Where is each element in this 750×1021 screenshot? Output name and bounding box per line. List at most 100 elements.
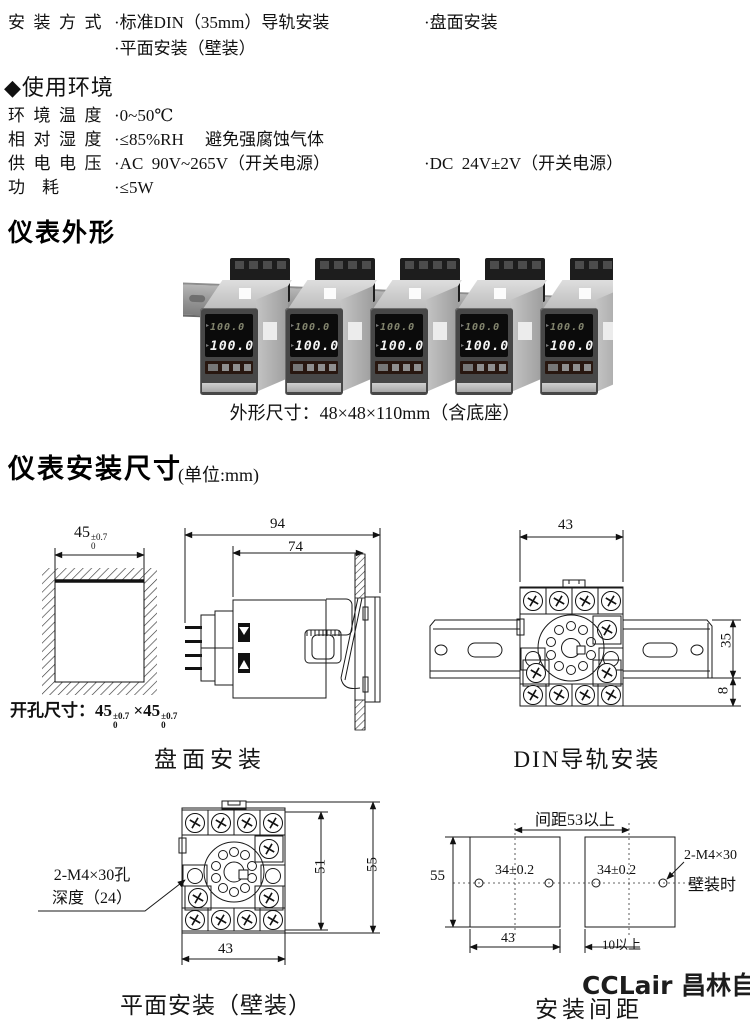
mounting-heading: 仪表安装尺寸 [8, 454, 182, 485]
appearance-heading: 仪表外形 [8, 218, 117, 247]
mounting-unit-note: (单位:mm) [178, 465, 259, 485]
spec-value-humidity: ·≤85%RH 避免强腐蚀气体 [114, 130, 325, 149]
instrument-unit: ▸100.0 ▸100.0 [538, 256, 613, 398]
dim-94-line [184, 528, 381, 623]
front-buttons [460, 361, 508, 374]
install-item-din: ·标准DIN（35mm）导轨安装 [114, 13, 330, 32]
dim-35: 35 [718, 633, 735, 648]
dim-51-line [285, 811, 328, 931]
dim-spacing-top: 间距53以上 [535, 812, 616, 829]
dim-94: 94 [270, 516, 285, 532]
socket-pins [185, 610, 234, 686]
instrument-unit: ▸100.0 ▸100.0 [198, 256, 298, 398]
dim-43-line [519, 530, 624, 582]
front-buttons [375, 361, 423, 374]
note-leader-line [666, 861, 685, 880]
product-photo: ▸100.0 ▸100.0 ▸100.0 ▸100.0 [183, 256, 613, 398]
caption-din-mount: DIN导轨安装 [513, 747, 661, 772]
dim-55-spacing: 55 [430, 868, 445, 884]
instrument-display: ▸100.0 ▸100.0 [375, 314, 423, 357]
wall-hole-label: 2-M4×30孔 深度（24） [51, 867, 132, 908]
instrument-side-face [596, 286, 613, 392]
cutout-drawing [42, 548, 157, 695]
instrument-display: ▸100.0 ▸100.0 [460, 314, 508, 357]
spacing-drawing [445, 823, 703, 953]
din-rail-drawing [429, 530, 741, 707]
instrument-front-panel: ▸100.0 ▸100.0 [540, 308, 598, 395]
cutout-hatch [42, 568, 157, 695]
instrument-front-panel: ▸100.0 ▸100.0 [455, 308, 513, 395]
dim-55-line [445, 836, 470, 928]
instrument-side-face [256, 286, 288, 392]
spec-label-power: 功 耗 [8, 178, 59, 197]
socket-body [178, 800, 286, 934]
instrument-body-side [232, 597, 363, 699]
spec-label-humidity: 相 对 湿 度 [8, 130, 102, 149]
side-label-sticker [263, 322, 277, 340]
spacing-note-wall: 壁装时 [688, 877, 737, 894]
display-top-value: 100.0 [210, 322, 246, 333]
instrument-display: ▸100.0 ▸100.0 [545, 314, 593, 357]
instrument-display: ▸100.0 ▸100.0 [205, 314, 253, 357]
socket-body [516, 579, 624, 707]
install-method-label: 安 装 方 式 [8, 13, 102, 32]
panel-and-bezel [354, 553, 381, 731]
sv-indicator-icon: ▸ [206, 343, 210, 349]
instrument-unit: ▸100.0 ▸100.0 [368, 256, 468, 398]
dim-51: 51 [312, 859, 329, 874]
appearance-caption: 外形尺寸：48×48×110mm（含底座） [229, 403, 521, 423]
wall-mount-drawing [38, 800, 380, 965]
caption-wall-mount: 平面安装（壁装） [120, 993, 312, 1018]
panel-squares [453, 823, 703, 935]
front-buttons [205, 361, 253, 374]
dim-34-left: 34±0.2 [495, 863, 535, 878]
spec-value-temp: ·0~50℃ [114, 106, 174, 125]
caption-spacing: 安装间距 [535, 997, 643, 1021]
dim-43-line [469, 929, 561, 953]
hole-leader-line [38, 879, 186, 912]
spec-value-voltage-dc: ·DC 24V±2V（开关电源） [424, 154, 624, 173]
spec-value-voltage-ac: ·AC 90V~265V（开关电源） [114, 154, 331, 173]
caption-panel-mount: 盘面安装 [154, 747, 266, 772]
dim-gap-10: 10以上 [602, 937, 642, 952]
front-buttons [290, 361, 338, 374]
front-bottom-trim [202, 383, 256, 392]
dim-8: 8 [715, 686, 732, 695]
front-buttons [545, 361, 593, 374]
dim-74: 74 [288, 539, 303, 555]
dim-55-wall: 55 [364, 857, 381, 872]
instrument-display: ▸100.0 ▸100.0 [290, 314, 338, 357]
display-bottom-value: 100.0 [210, 339, 253, 354]
instrument-front-panel: ▸100.0 ▸100.0 [370, 308, 428, 395]
env-section-heading: ◆使用环境 [4, 75, 114, 100]
instrument-unit: ▸100.0 ▸100.0 [453, 256, 553, 398]
side-view-drawing [184, 528, 381, 731]
dim-8-line [623, 677, 741, 707]
spec-value-power: ·≤5W [114, 178, 154, 197]
dim-43-line [181, 933, 286, 965]
instrument-side-face [511, 286, 543, 392]
brand-watermark: CCLair 昌林自动化 [582, 971, 750, 1000]
dim-43-din: 43 [558, 517, 573, 533]
din-rail [429, 619, 713, 679]
dim-55-line [246, 801, 380, 934]
instrument-front-panel: ▸100.0 ▸100.0 [285, 308, 343, 395]
install-item-panel: ·盘面安装 [424, 13, 498, 32]
instrument-unit: ▸100.0 ▸100.0 [283, 256, 383, 398]
spec-label-temp: 环 境 温 度 [8, 106, 102, 125]
instrument-front-panel: ▸100.0 ▸100.0 [200, 308, 258, 395]
instrument-side-face [341, 286, 373, 392]
dim-43-wall: 43 [218, 941, 233, 957]
dim-34-right: 34±0.2 [597, 863, 637, 878]
install-item-flat: ·平面安装（壁装） [114, 39, 256, 58]
spec-label-voltage: 供 电 电 压 [8, 154, 102, 173]
spacing-note-m4: 2-M4×30 [684, 848, 738, 863]
instrument-side-face [426, 286, 458, 392]
dim-43-spacing: 43 [501, 931, 515, 946]
logo-mark [239, 288, 252, 300]
pv-indicator-icon: ▸ [206, 323, 210, 329]
dim-74-line [232, 546, 364, 597]
dim-gap-line [584, 929, 640, 953]
